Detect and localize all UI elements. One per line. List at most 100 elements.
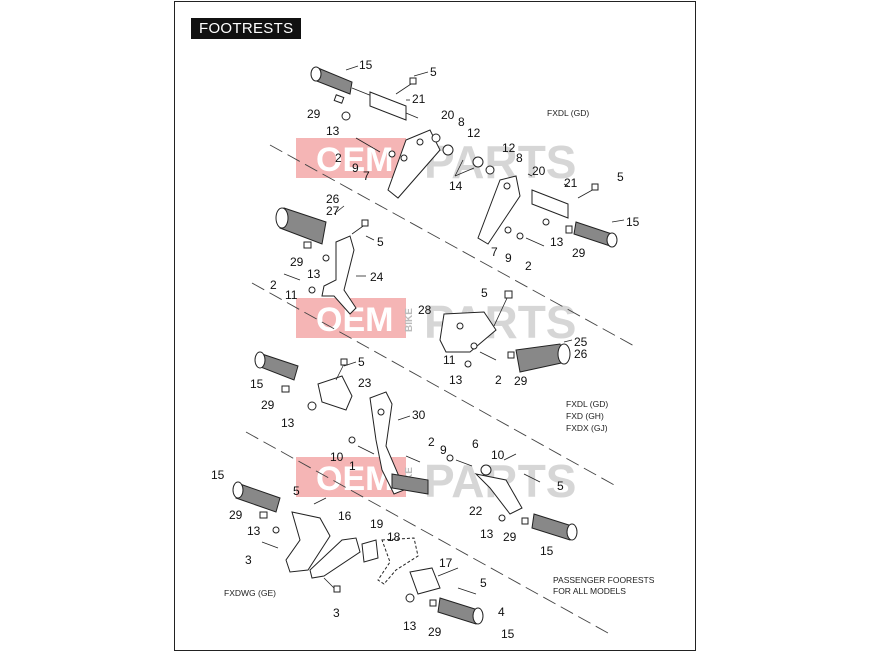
callout-5b: 5 [617,170,624,184]
callout-17: 17 [439,556,453,570]
svg-text:PARTS: PARTS [424,136,577,188]
callout-5f: 5 [557,479,564,493]
callout-14: 14 [449,179,463,193]
callout-7b: 7 [491,245,498,259]
callout-29f: 29 [503,530,517,544]
callout-20: 20 [441,108,455,122]
model-notes: FXDL (GD) FXDL (GD) FXD (GH) FXDX (GJ) P… [224,108,655,598]
callout-29e: 29 [261,398,275,412]
callout-2c: 2 [270,278,277,292]
callout-1: 1 [349,459,356,473]
callout-10: 10 [330,450,344,464]
callout-22: 22 [469,504,483,518]
bracket-20-top [387,129,441,199]
callout-21: 21 [412,92,426,106]
svg-text:OEM: OEM [316,141,393,179]
separator-line-3 [245,431,609,634]
callout-15d: 15 [540,544,554,558]
bolt-5-right-mid [493,290,513,327]
callout-labels: 15 5 29 21 13 20 8 12 2 9 7 14 12 8 20 2… [211,58,640,641]
callout-20b: 20 [532,164,546,178]
callout-5g: 5 [293,484,300,498]
callout-2: 2 [335,151,342,165]
callout-29h: 29 [428,625,442,639]
callout-21b: 21 [564,176,578,190]
parts-29-13-lower-left [281,385,317,411]
callout-13h: 13 [403,619,417,633]
callout-5h: 5 [480,576,487,590]
callout-19: 19 [370,517,384,531]
parts-10-1-2-lower [348,436,421,463]
washers-8-12-14 [431,133,495,175]
note-models-l2: FXD (GH) [566,411,604,421]
parts-29-13-left-mid [303,241,330,262]
callout-15c: 15 [250,377,264,391]
callout-6: 6 [472,437,479,451]
footpeg-26-27-left [275,207,327,245]
callout-9c: 9 [440,443,447,457]
callout-7: 7 [363,169,370,183]
mount-block-21-right [531,189,569,219]
footpeg-25-26-right [515,343,571,373]
note-passenger-l1: PASSENGER FOORESTS [553,575,655,585]
bracket-20-right [477,175,521,245]
callout-15: 15 [359,58,373,72]
callout-13: 13 [326,124,340,138]
callout-2d: 2 [495,373,502,387]
callout-2e: 2 [428,435,435,449]
callout-29c: 29 [290,255,304,269]
separator-line-2 [251,282,617,487]
watermark-bottom: OEM BIKE PARTS [296,455,577,507]
callout-3: 3 [245,553,252,567]
callout-13c: 13 [307,267,321,281]
parts-9-6-10-right-lower [446,454,492,476]
footpeg-15-passenger-left [232,481,281,513]
parts-5-29-13-3-passenger [259,497,327,549]
mount-block-21-top [369,91,419,121]
callout-13e: 13 [281,416,295,430]
parts-11-13-2-29-right-mid [464,342,515,368]
callout-23: 23 [358,376,372,390]
callout-15e: 15 [211,468,225,482]
callout-29b: 29 [572,246,586,260]
callout-26b: 26 [574,347,588,361]
footpeg-15-right [573,221,618,248]
footpeg-lower-center [391,473,429,495]
callout-9b: 9 [505,251,512,265]
callout-13f: 13 [480,527,494,541]
page-title: FOOTRESTS [191,18,302,39]
callout-29g: 29 [229,508,243,522]
bracket-24 [321,235,357,315]
callout-5d: 5 [481,286,488,300]
callout-3b: 3 [333,606,340,620]
svg-text:OEM: OEM [316,460,393,498]
callout-12: 12 [467,126,481,140]
note-passenger-l2: FOR ALL MODELS [553,586,626,596]
svg-text:BIKE: BIKE [404,308,415,332]
callout-5c: 5 [377,235,384,249]
footpeg-15-top [310,66,373,97]
parts-13-29-lower-right [498,514,529,525]
callout-4: 4 [498,605,505,619]
callout-13b: 13 [550,235,564,249]
footpeg-15-passenger-right [437,597,484,625]
bolt-5-lower-right [523,473,541,483]
bolt-5-top [395,77,417,95]
callout-8: 8 [458,115,465,129]
callout-16: 16 [338,509,352,523]
callout-15b: 15 [626,215,640,229]
callout-9: 9 [352,161,359,175]
parts-7-9-2-right [504,218,573,247]
note-models-l1: FXDL (GD) [566,399,608,409]
callout-26: 26 [326,192,340,206]
mount-22 [474,473,523,515]
mount-23 [317,375,353,411]
callout-5: 5 [430,65,437,79]
callout-25: 25 [574,335,588,349]
footpeg-15-lower-right [531,513,578,541]
diagram-frame [174,1,696,651]
callout-27: 27 [326,204,340,218]
callout-30: 30 [412,408,426,422]
callout-11: 11 [285,288,298,302]
